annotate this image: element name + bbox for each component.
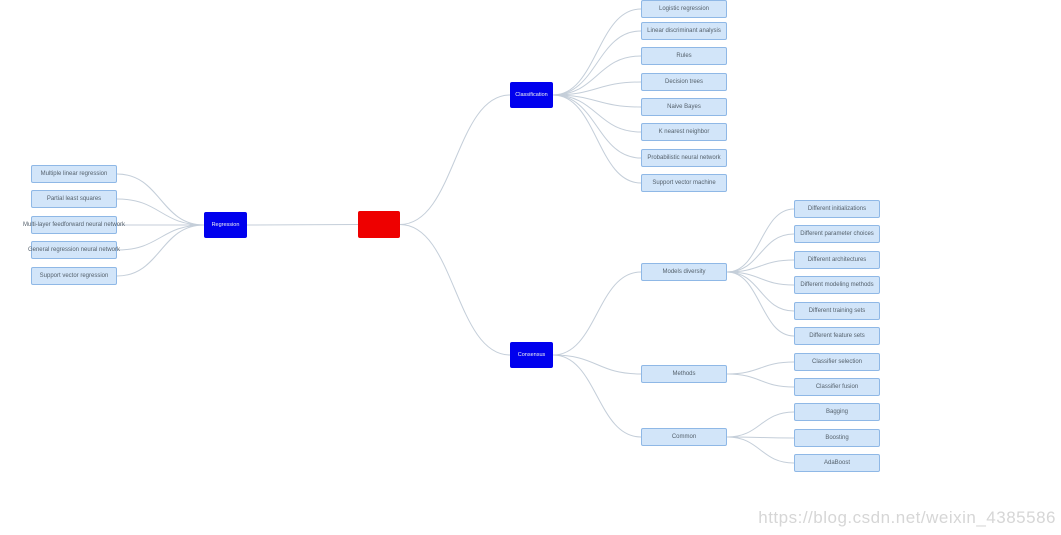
node-methods: Methods — [641, 365, 727, 383]
node-k-nearest-neighbor: K nearest neighbor — [641, 123, 727, 141]
node-different-training-sets: Different training sets — [794, 302, 880, 320]
node-logistic-regression: Logistic regression — [641, 0, 727, 18]
node-multi-layer-feedforward-neural-network: Multi-layer feedforward neural network — [23, 216, 125, 234]
node-classification: Classification — [510, 82, 553, 108]
node-models-diversity: Models diversity — [641, 263, 727, 281]
node-bagging: Bagging — [794, 403, 880, 421]
node-support-vector-regression: Support vector regression — [31, 267, 117, 285]
node-linear-discriminant-analysis: Linear discriminant analysis — [641, 22, 727, 40]
node-different-initializations: Different initializations — [794, 200, 880, 218]
node-partial-least-squares: Partial least squares — [31, 190, 117, 208]
node-regression: Regression — [204, 212, 247, 238]
node-support-vector-machine: Support vector machine — [641, 174, 727, 192]
node-probabilistic-neural-network: Probabilistic neural network — [641, 149, 727, 167]
node-different-parameter-choices: Different parameter choices — [794, 225, 880, 243]
node-different-architectures: Different architectures — [794, 251, 880, 269]
node-naive-bayes: Naive Bayes — [641, 98, 727, 116]
node-common: Common — [641, 428, 727, 446]
node-different-feature-sets: Different feature sets — [794, 327, 880, 345]
node-boosting: Boosting — [794, 429, 880, 447]
node-different-modeling-methods: Different modeling methods — [794, 276, 880, 294]
node-multiple-linear-regression: Multiple linear regression — [31, 165, 117, 183]
node-adaboost: AdaBoost — [794, 454, 880, 472]
node-classifier-selection: Classifier selection — [794, 353, 880, 371]
node-classifier-fusion: Classifier fusion — [794, 378, 880, 396]
root-node — [358, 211, 400, 238]
node-consensus: Consensus — [510, 342, 553, 368]
node-decision-trees: Decision trees — [641, 73, 727, 91]
node-rules: Rules — [641, 47, 727, 65]
node-general-regression-neural-network: General regression neural network — [28, 241, 120, 259]
watermark-url: https://blog.csdn.net/weixin_4385586 — [758, 508, 1056, 527]
